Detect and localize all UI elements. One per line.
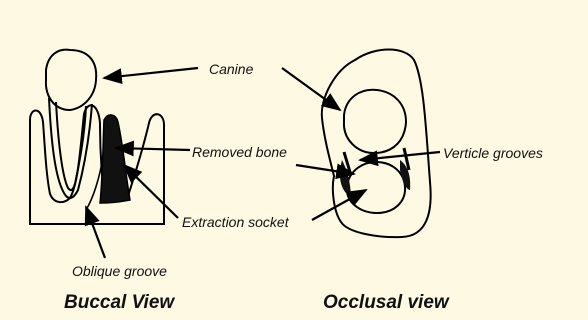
label-canine: Canine	[209, 61, 253, 77]
socket-section	[347, 162, 405, 213]
label-extraction-socket: Extraction socket	[182, 214, 289, 230]
removed-bone-region	[100, 115, 130, 203]
label-verticle-grooves: Verticle grooves	[443, 145, 543, 161]
label-removed-bone: Removed bone	[192, 144, 287, 160]
arrow-canine-occlusal	[282, 68, 340, 110]
label-oblique-groove: Oblique groove	[72, 263, 167, 279]
buccal-view-drawing	[30, 50, 164, 224]
arrow-removed-bone-buccal	[116, 148, 190, 150]
arrow-extraction-socket-occlusal	[312, 190, 366, 220]
canine-crown	[46, 50, 96, 110]
caption-buccal-view: Buccal View	[64, 292, 174, 314]
caption-occlusal-view: Occlusal view	[323, 292, 449, 314]
arrow-canine-buccal	[104, 68, 198, 78]
occlusal-view-drawing	[322, 50, 431, 238]
arrow-oblique-groove	[86, 207, 105, 258]
arrow-extraction-socket-buccal	[124, 165, 178, 218]
canine-crown-section	[344, 90, 406, 153]
occlusal-bone-outline	[322, 50, 431, 238]
